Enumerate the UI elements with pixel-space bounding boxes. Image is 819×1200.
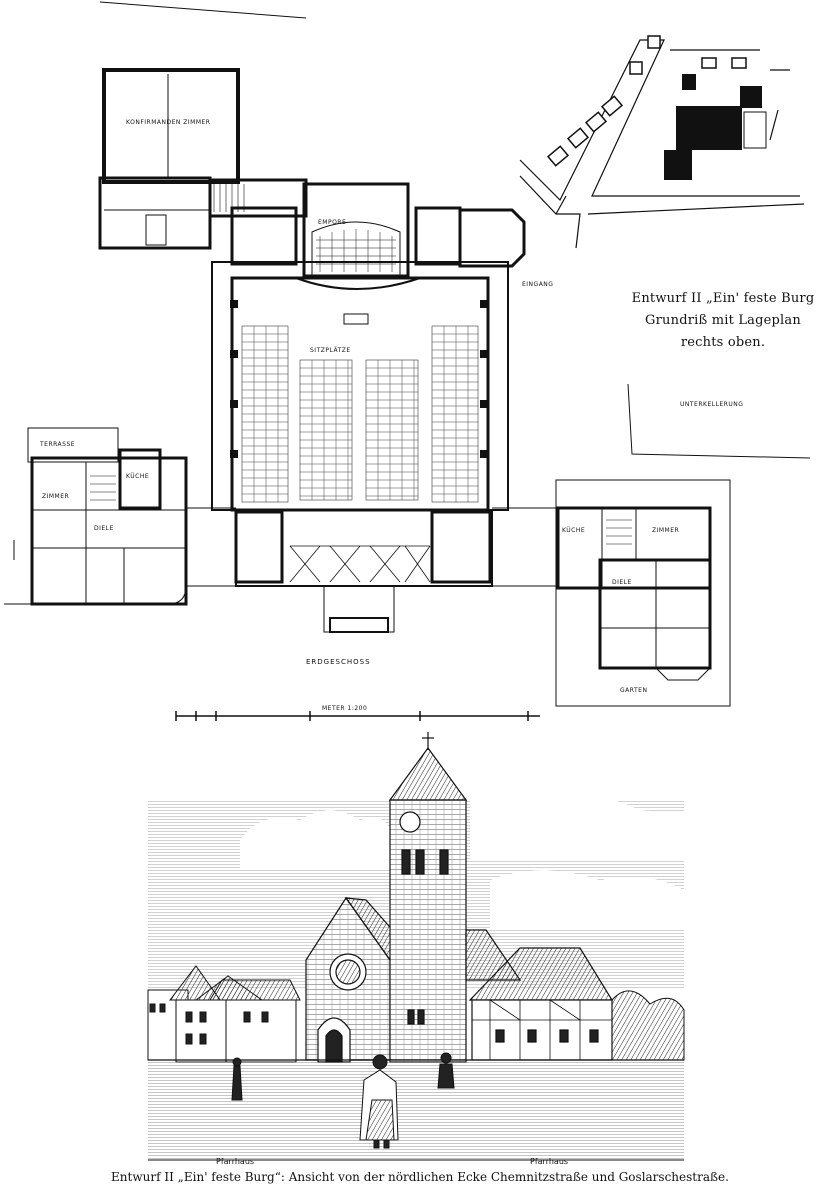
unterkellerung-label: UNTERKELLERUNG (680, 401, 743, 408)
diele-right-label: DIELE (612, 579, 632, 586)
kueche-left-label: KÜCHE (126, 473, 149, 480)
erdgeschoss-label: ERDGESCHOSS (306, 658, 371, 666)
garten-label: GARTEN (620, 687, 647, 694)
terrasse-label: TERRASSE (39, 441, 75, 448)
plan-caption-line2: Grundriß mit Lageplan (645, 313, 801, 328)
pfarrhaus-label-right: Pfarrhaus (530, 1157, 569, 1166)
konfirmanden-label: KONFIRMANDEN ZIMMER (126, 119, 210, 126)
pfarrhaus-label-left: Pfarrhaus (216, 1157, 255, 1166)
zimmer-right-label: ZIMMER (652, 527, 679, 534)
illustration-caption: Entwurf II „Ein' feste Burg“: Ansicht vo… (111, 1170, 729, 1184)
empore-label: EMPORE (318, 219, 346, 226)
eingang-label: EINGANG (522, 281, 553, 288)
diele-left-label: DIELE (94, 525, 114, 532)
zimmer-left-label: ZIMMER (42, 493, 69, 500)
plan-caption-line1: Entwurf II „Ein' feste Burg (631, 291, 815, 306)
sitzplaetze-label: SITZPLÄTZE (310, 347, 351, 354)
kueche-right-label: KÜCHE (562, 527, 585, 534)
plan-caption: Entwurf II „Ein' feste Burg Grundriß mit… (628, 288, 818, 354)
scale-label: METER 1:200 (322, 705, 367, 712)
plan-caption-line3: rechts oben. (680, 335, 766, 350)
